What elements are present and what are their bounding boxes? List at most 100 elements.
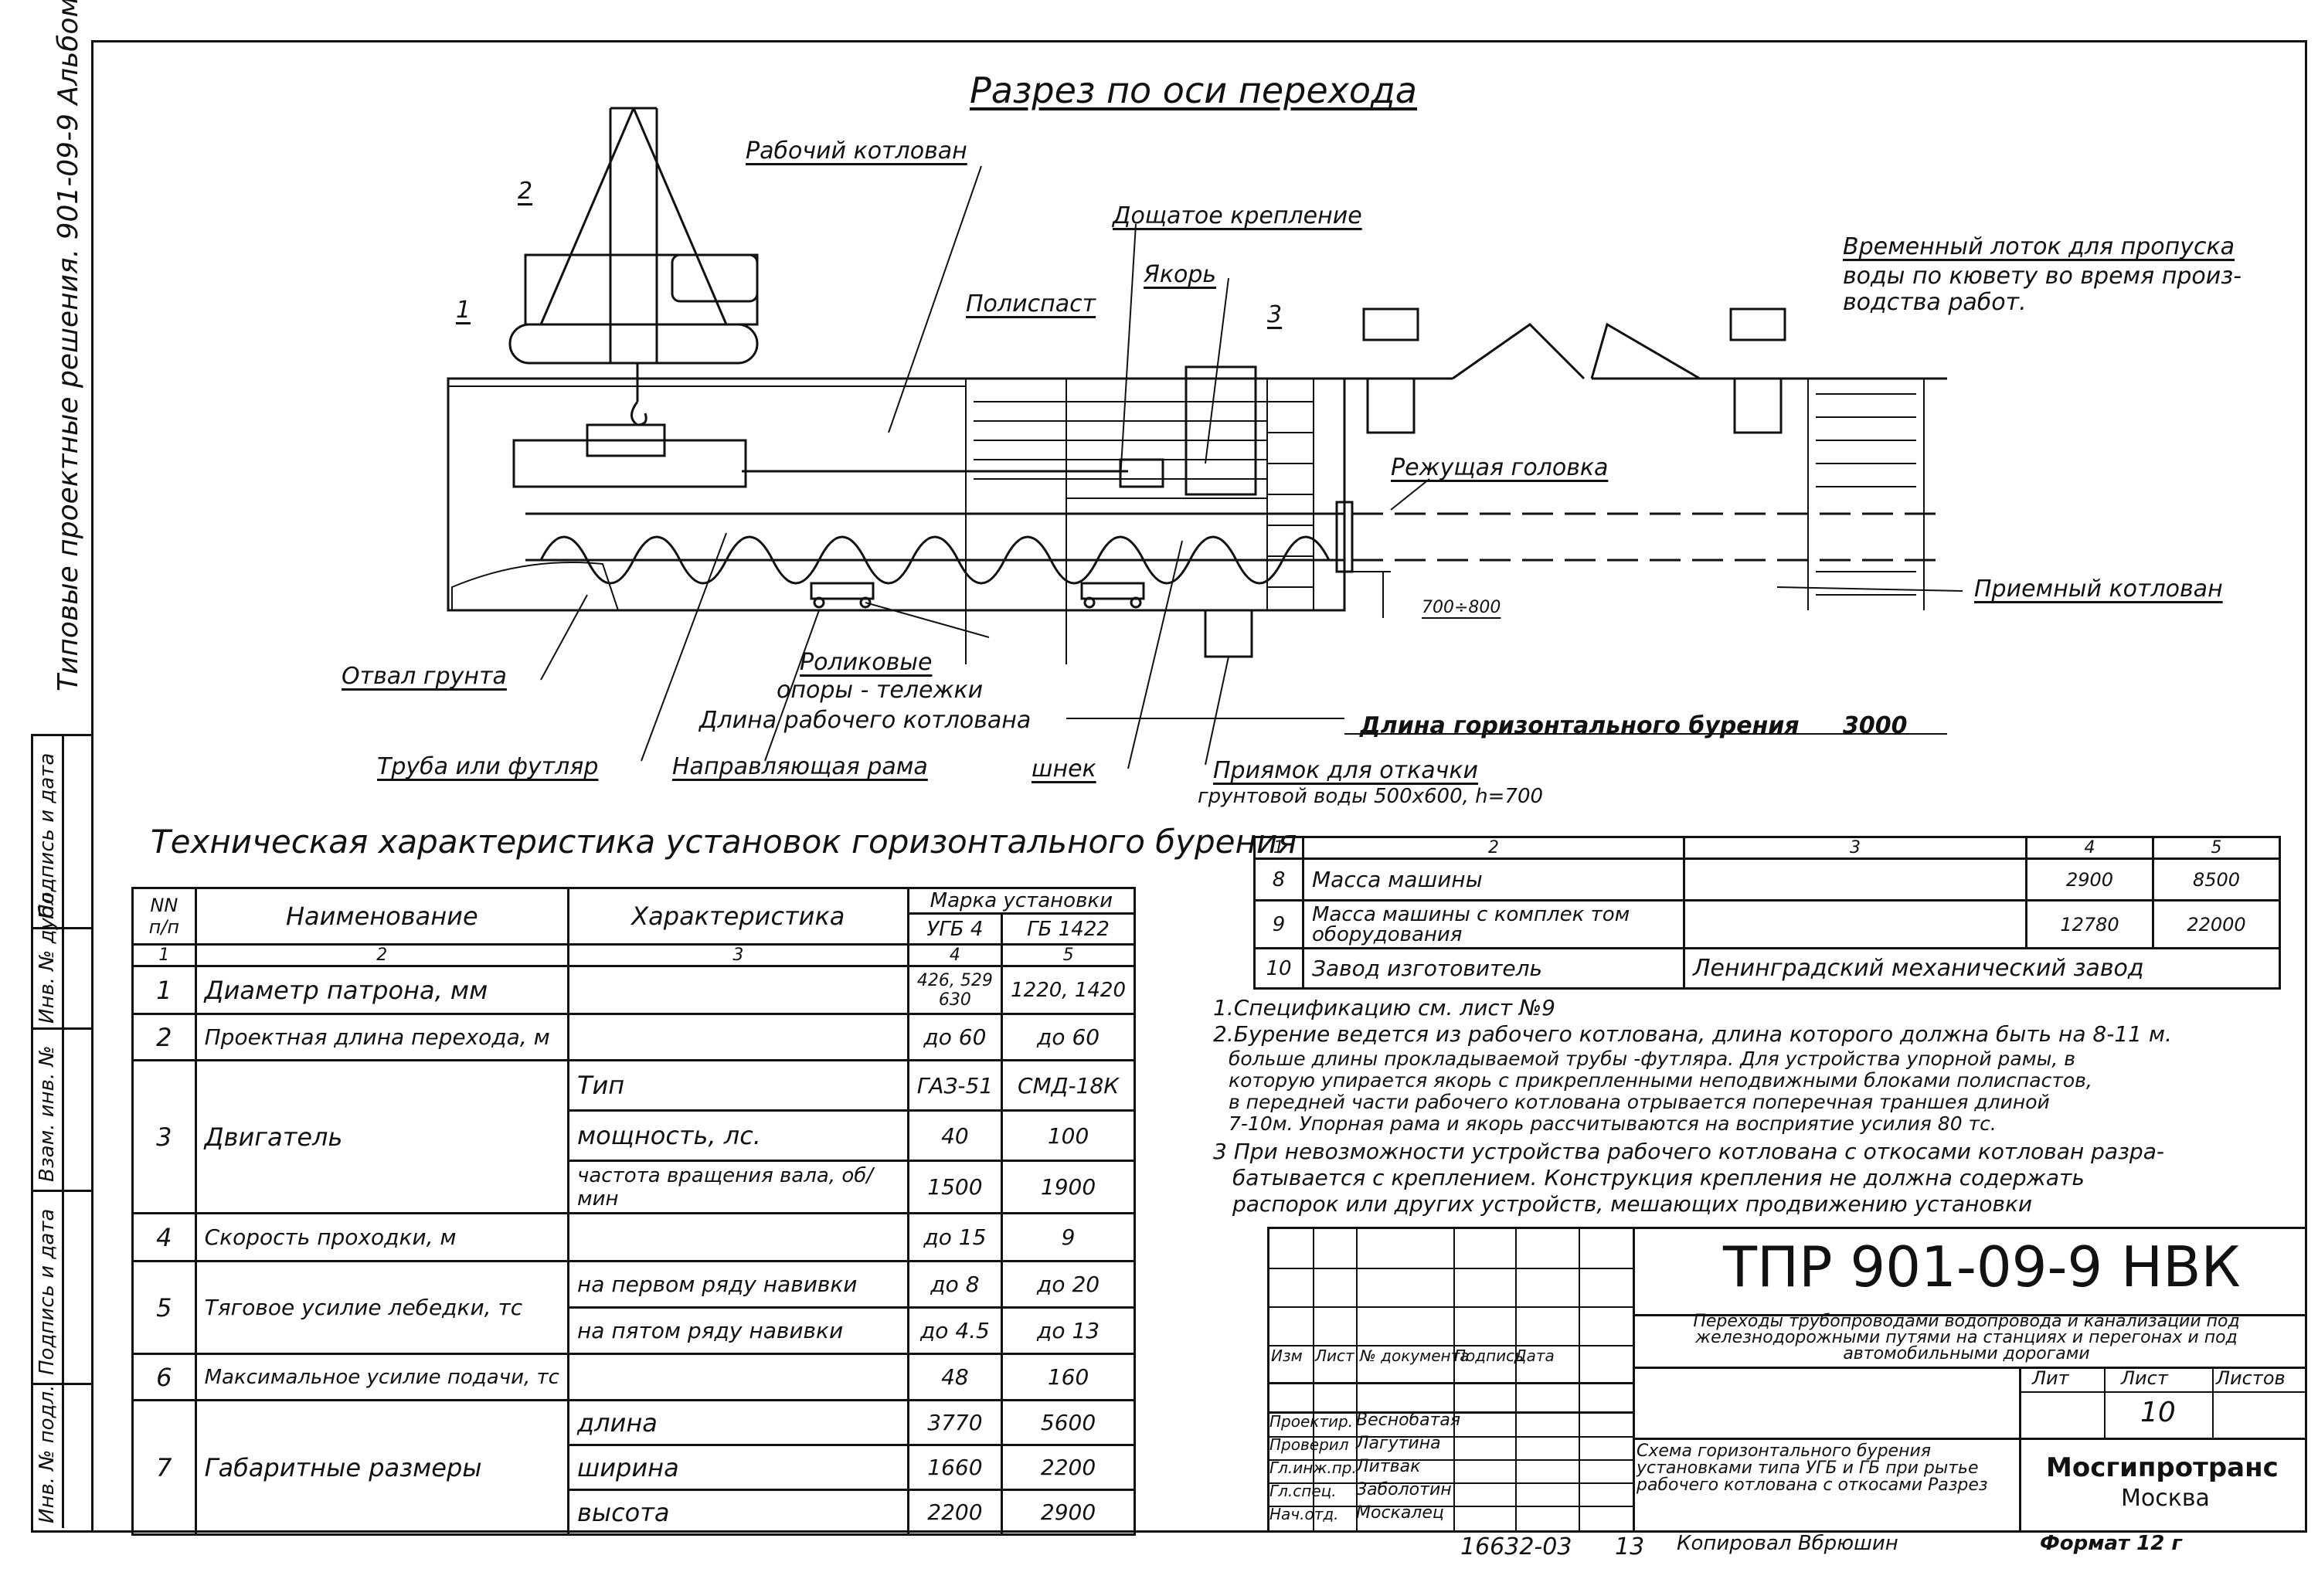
r2-a: до 60 [906,1013,1004,1061]
label-cutting-head: Режущая головка [1391,454,1609,481]
copied-by: Копировал Вбрюшин [1677,1532,1898,1555]
r5-a2: до 4.5 [906,1306,1004,1355]
r3-c1: Тип [566,1059,909,1112]
sheet-number: 10 [2140,1397,2176,1428]
label-plank-support: Дощатое крепление [1113,202,1362,229]
r8-b: 8500 [2152,857,2281,902]
r4-a: до 15 [906,1212,1004,1262]
note-7: 3 При невозможности устройства рабочего … [1213,1139,2164,1164]
plank-support [974,379,1314,610]
name-1: Веснобатая [1356,1411,1461,1430]
label-temp-tray-3: водства работ. [1843,289,2027,316]
r9-name: Масса машины с комплек том оборудования [1302,899,1685,949]
anchor [1184,365,1257,496]
drilling-unit [512,423,1164,488]
pit-hatch [448,379,1067,664]
spec-table: NN п/п Наименование Характеристика Марка… [131,887,1137,1536]
t2-idx-1: 1 [1253,836,1304,860]
city: Москва [2121,1485,2210,1512]
note-4: которую упирается якорь с прикрепленными… [1229,1069,2092,1092]
r7-n: 7 [131,1399,197,1536]
bottom-13: 13 [1615,1533,1645,1560]
name-2: Лагутина [1356,1434,1441,1453]
h-ugb: УГБ 4 [906,912,1004,946]
t2-idx-5: 5 [2152,836,2281,860]
r5-c2: на пятом ряду навивки [566,1306,909,1355]
r3-b2: 100 [1001,1109,1136,1162]
stamp-divider-1 [31,927,91,929]
tray-2 [1733,377,1783,434]
dimension-lines [1066,571,1947,735]
note-6: 7-10м. Упорная рама и якорь рассчитывают… [1229,1112,1997,1135]
h-num: NN п/п [131,887,197,946]
h-doc: № документа [1360,1346,1470,1365]
r4-name: Скорость проходки, м [194,1212,569,1262]
embankment-2 [1590,322,1701,380]
note-2: 2.Бурение ведется из рабочего котлована,… [1213,1021,2172,1047]
r3-a3: 1500 [906,1160,1004,1214]
r3-b3: 1900 [1001,1160,1136,1214]
r1-n: 1 [131,965,197,1015]
role-3: Гл.инж.пр. [1269,1458,1357,1477]
label-num-1: 1 [456,297,471,324]
stamp-divider-3 [31,1190,91,1192]
h-sheets: Листов [2216,1367,2286,1389]
r5-b1: до 20 [1001,1260,1136,1309]
label-pipe-or-casing: Труба или футляр [377,753,599,780]
h-date: Дата [1514,1346,1555,1365]
r10-name: Завод изготовитель [1302,947,1685,990]
name-5: Москалец [1356,1503,1444,1523]
r6-a: 48 [906,1353,1004,1401]
stamp-label-4: Подпись и дата [36,1208,59,1375]
r1-name: Диаметр патрона, мм [194,965,569,1015]
h-list: Лист [1315,1346,1354,1365]
r3-name: Двигатель [194,1059,569,1214]
idx-5: 5 [1001,943,1136,967]
r2-name: Проектная длина перехода, м [194,1013,569,1061]
r1-a: 426, 529 630 [906,965,1004,1015]
r3-c2: мощность, лс. [566,1109,909,1162]
label-soil-dump: Отвал грунта [342,663,507,690]
label-work-pit-length: Длина рабочего котлована [699,707,1032,734]
h-sheet: Лист [2121,1367,2168,1389]
r5-a1: до 8 [906,1260,1004,1309]
r5-b2: до 13 [1001,1306,1136,1355]
label-dim-3000: 3000 [1843,712,1908,739]
r10-n: 10 [1253,947,1304,990]
r4-n: 4 [131,1212,197,1262]
r8-name: Масса машины [1302,857,1685,902]
spec-table-2: 1 2 3 4 5 8 Масса машины 2900 8500 9 Мас… [1253,836,2281,990]
r3-b1: СМД-18К [1001,1059,1136,1112]
h-gb: ГБ 1422 [1001,912,1136,946]
title-block [1267,1227,2305,1530]
r10-c: Ленинградский механический завод [1683,947,2281,990]
h-name: Наименование [194,887,569,946]
r7-b2: 2200 [1001,1444,1136,1491]
role-1: Проектир. [1269,1412,1354,1431]
label-roller-supports: Роликовые [800,649,933,676]
section-drawing [447,107,1963,769]
r8-n: 8 [1253,857,1304,902]
pipe-auger [525,501,1354,585]
name-3: Литвак [1356,1457,1421,1476]
sump [1204,609,1253,658]
stamp-divider-2 [31,1027,91,1030]
project-title: Переходы трубопроводами водопровода и ка… [1693,1312,2240,1363]
t2-idx-2: 2 [1302,836,1685,860]
org-name: Мосгипротранс [2046,1452,2279,1483]
r3-a1: ГАЗ-51 [906,1059,1004,1112]
rail-block-1 [1362,307,1419,341]
label-num-3: 3 [1267,301,1283,328]
label-num-2: 2 [518,178,533,205]
stamp-vertical [62,734,64,1528]
r4-b: 9 [1001,1212,1136,1262]
h-izm: Изм [1271,1346,1303,1365]
roller-supports [810,582,1145,609]
casing-extension [1352,512,1947,562]
label-temp-tray: Временный лоток для пропуска [1843,233,2235,260]
role-4: Гл.спец. [1269,1482,1337,1500]
r6-b: 160 [1001,1353,1136,1401]
note-3: больше длины прокладываемой трубы -футля… [1229,1048,2075,1070]
r7-c3: высота [566,1489,909,1536]
idx-1: 1 [131,943,197,967]
